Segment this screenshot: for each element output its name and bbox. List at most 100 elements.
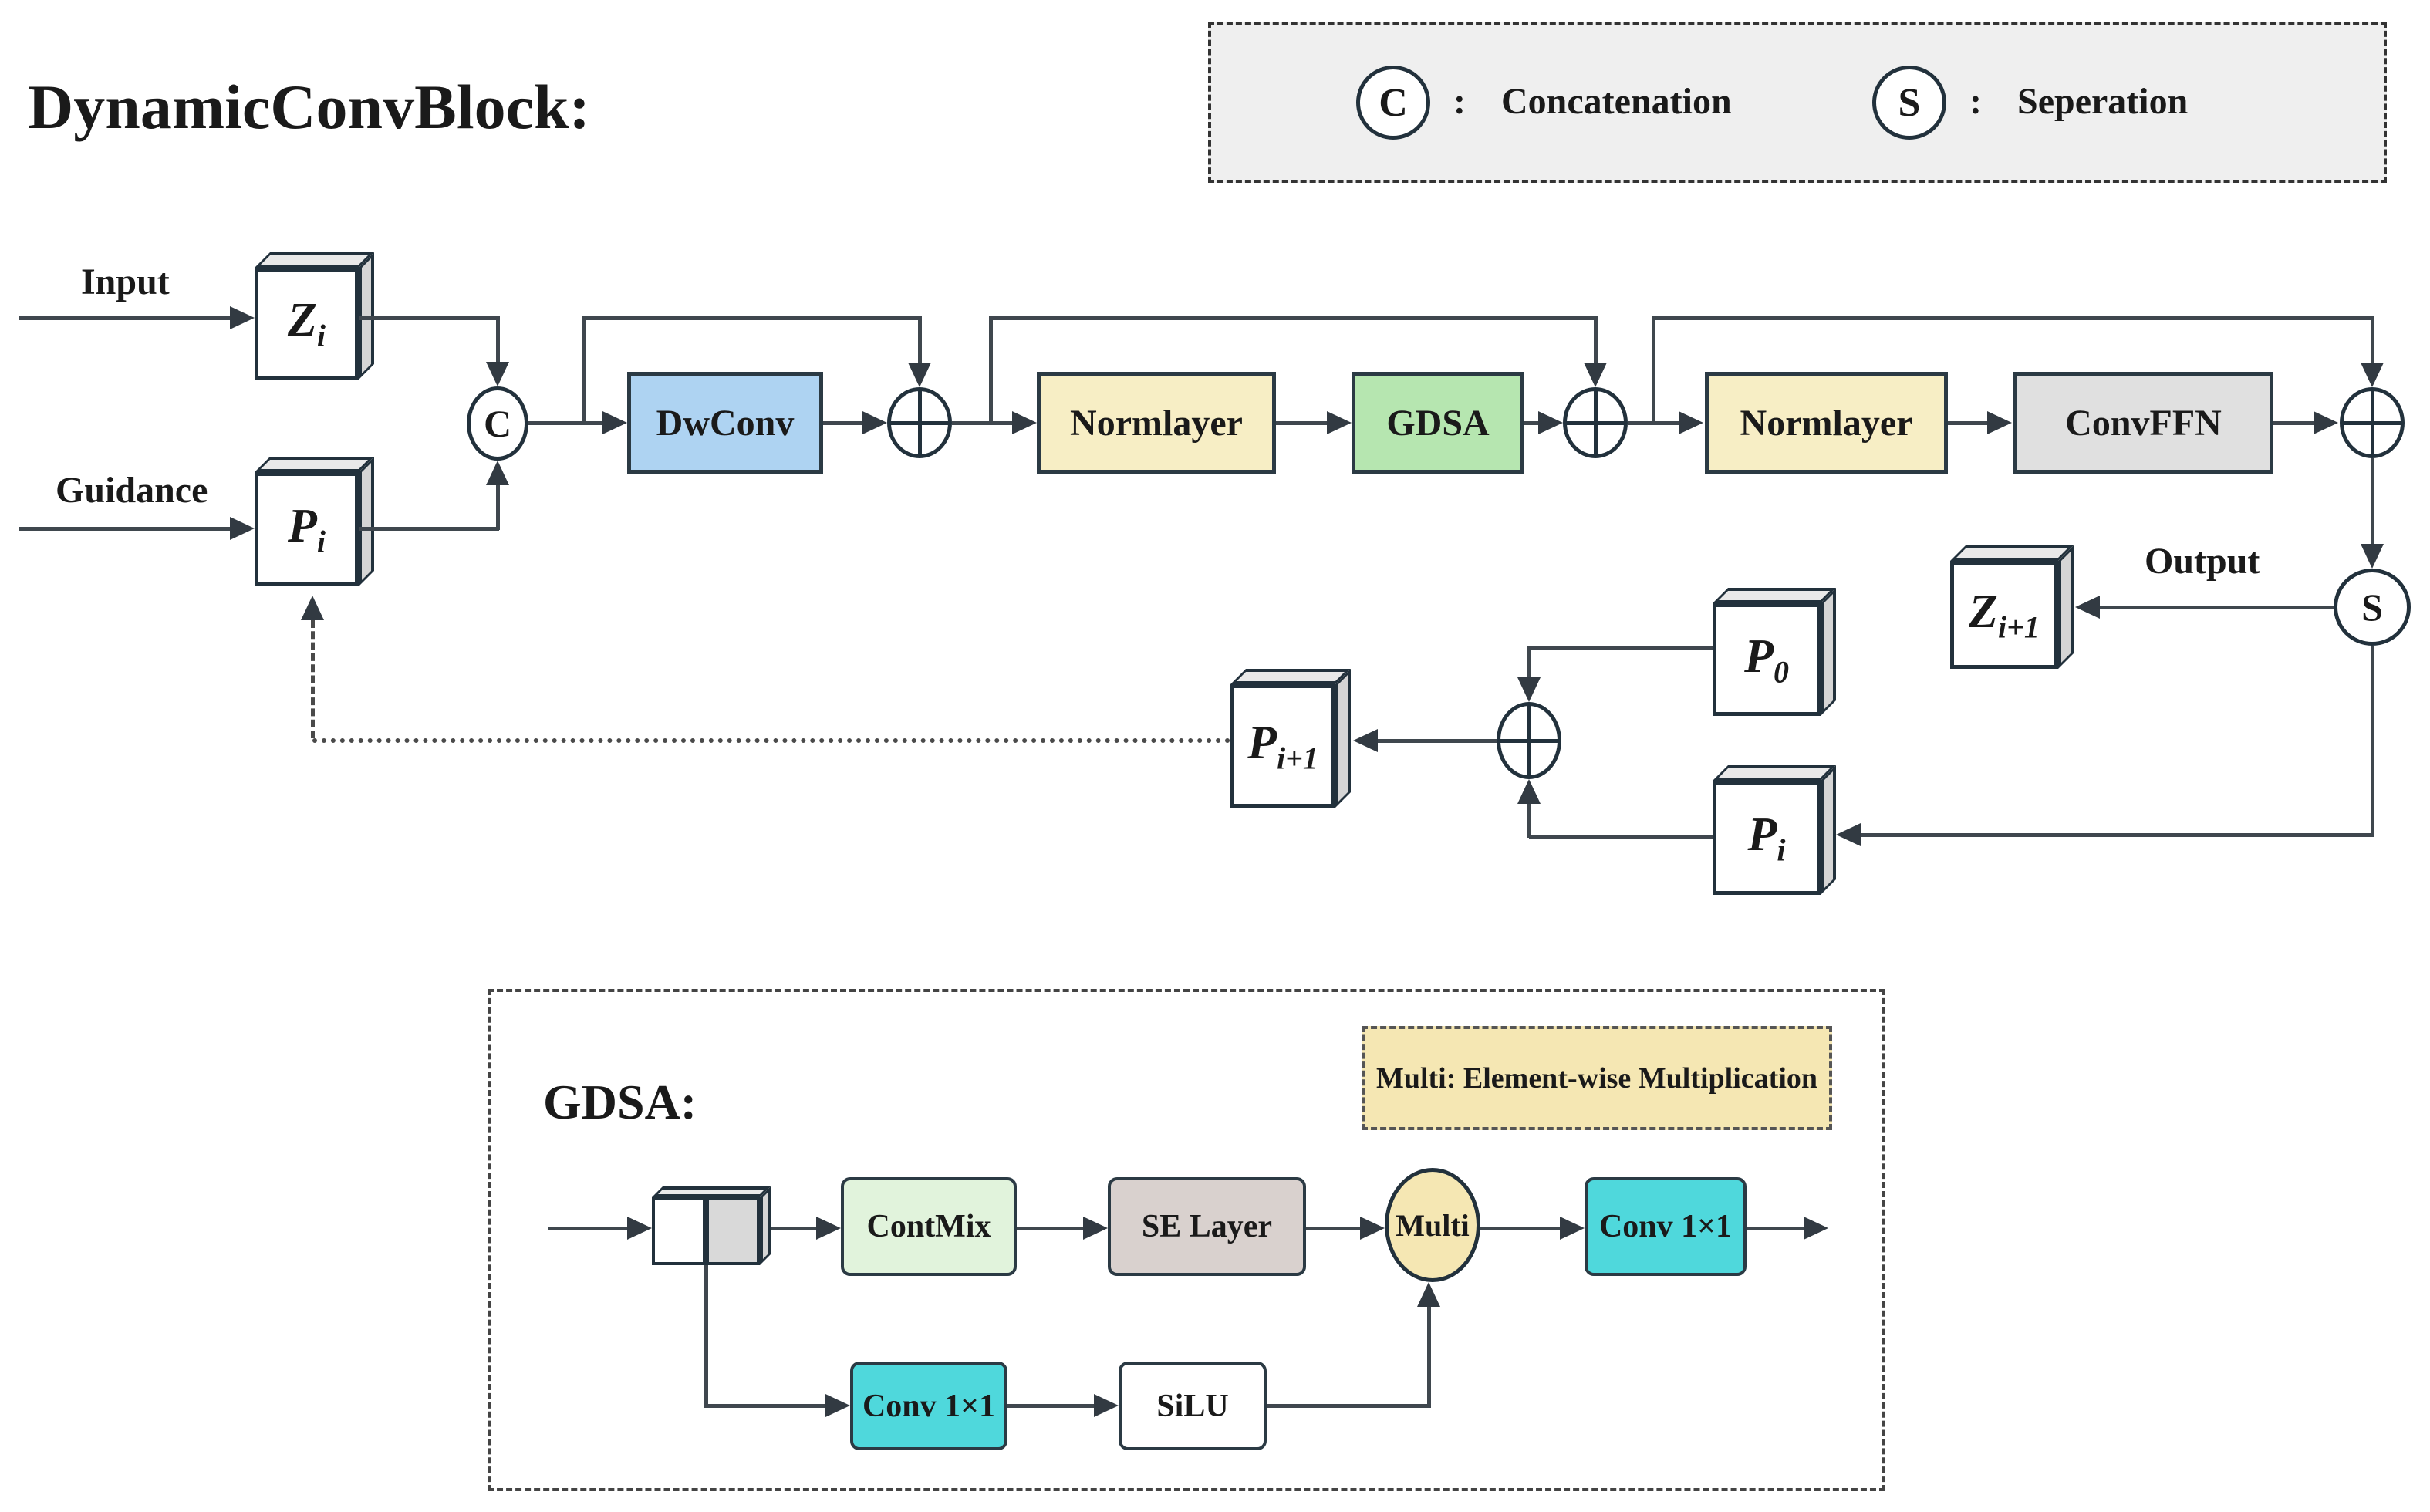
slab-top-face [255,252,374,268]
add-node-4 [1497,702,1561,779]
slab-top-face [1713,588,1836,603]
arrowhead [486,362,509,386]
arrowhead [1836,823,1861,846]
conv1x1-top-block: Conv 1×1 [1585,1177,1747,1276]
skip-connection-line [989,316,1598,320]
gdsa-label: GDSA [1386,402,1490,444]
tensor-zi-label: Zi [288,294,326,353]
contmix-label: ContMix [866,1209,991,1244]
connector-line [359,527,499,531]
normlayer1-label: Normlayer [1070,402,1243,444]
arrowhead [1560,1217,1585,1240]
silu-label: SiLU [1156,1388,1229,1424]
connector-line [1427,1307,1431,1408]
sep-colon: : [1969,81,1982,122]
arrowhead [486,461,509,485]
slab-top-face [652,1186,771,1197]
connector-line [1524,421,1541,425]
concat-node: C [467,386,528,461]
arrowhead [602,411,627,434]
slab-top-face [255,457,374,472]
feedback-dotted-line [312,738,1230,743]
gdsa-block: GDSA [1352,372,1524,474]
slab-top-face [1713,765,1836,781]
arrowhead [816,1217,841,1240]
contmix-block: ContMix [841,1177,1017,1276]
connector-line [1267,1404,1430,1408]
arrowhead [1517,779,1541,804]
skip-connection-line [582,316,586,423]
slab-front-face: Pi [255,472,359,586]
plus-horizontal [1499,738,1559,743]
connector-line [952,421,1014,425]
connector-line [1529,835,1713,839]
arrowhead [1804,1217,1828,1240]
slab-side-face [760,1186,771,1265]
connector-line [1527,646,1531,680]
input-label: Input [81,262,170,302]
connector-line [528,421,604,425]
arrowhead [2361,363,2384,387]
connector-line [2371,458,2374,545]
convffn-block: ConvFFN [2013,372,2273,474]
connector-line [704,1404,825,1408]
tensor-pi-feedback-label: Pi [1747,808,1786,868]
connector-line [771,1227,817,1230]
normlayer2-block: Normlayer [1705,372,1948,474]
arrowhead [862,411,887,434]
arrowhead [1094,1394,1119,1417]
arrowhead [1417,1282,1440,1307]
arrowhead [301,596,324,620]
tensor-pi1-label: Pi+1 [1247,716,1318,776]
connector-line [2371,646,2374,836]
output-label: Output [2145,541,2260,582]
multi-node-label: Multi [1396,1207,1470,1243]
conv1x1-top-label: Conv 1×1 [1598,1209,1733,1244]
arrowhead [1360,1217,1385,1240]
cube-left-half [652,1197,706,1265]
connector-line [1017,1227,1083,1230]
slab-side-face [359,457,374,586]
plus-horizontal [889,420,950,425]
multi-note-text: Multi: Element-wise Multiplication [1375,1061,1818,1095]
concat-node-letter: C [483,402,512,445]
connector-line [823,421,864,425]
arrowhead [1353,729,1378,752]
tensor-p0-label: P0 [1744,629,1789,690]
tensor-pi-slab: Pi [255,457,374,586]
slab-side-face [1335,669,1351,808]
se-layer-label: SE Layer [1141,1209,1273,1244]
connector-line [2273,421,2315,425]
arrowhead [2361,544,2384,569]
tensor-pi-feedback-slab: Pi [1713,765,1836,895]
connector-line [1859,833,2374,837]
silu-block: SiLU [1119,1362,1267,1450]
connector-line [548,1227,629,1230]
slab-top-face [1950,545,2074,561]
multi-node: Multi [1385,1168,1480,1282]
arrowhead [1987,411,2012,434]
slab-top-face [1230,669,1351,684]
connector-line [1527,804,1531,838]
slab-side-face [1821,765,1836,895]
add-node-3 [2340,387,2405,458]
slab-side-face [2058,545,2074,669]
slab-front-face: P0 [1713,603,1821,716]
add-node-2 [1563,387,1628,458]
slab-front-face: Zi+1 [1950,561,2058,669]
normlayer2-label: Normlayer [1740,402,1913,444]
connector-line [1306,1227,1360,1230]
connector-line [359,316,499,320]
sep-symbol-letter: S [1898,80,1921,125]
tensor-zi1-label: Zi+1 [1969,585,2040,645]
skip-connection-line [1594,316,1598,364]
tensor-zi1-slab: Zi+1 [1950,545,2074,669]
connector-line [19,316,230,320]
connector-line [19,527,230,531]
tensor-zi-slab: Zi [255,252,374,380]
arrowhead [825,1394,850,1417]
convffn-label: ConvFFN [2065,402,2222,444]
arrowhead [230,517,255,540]
add-node-1 [887,387,952,458]
dwconv-block: DwConv [627,372,823,474]
